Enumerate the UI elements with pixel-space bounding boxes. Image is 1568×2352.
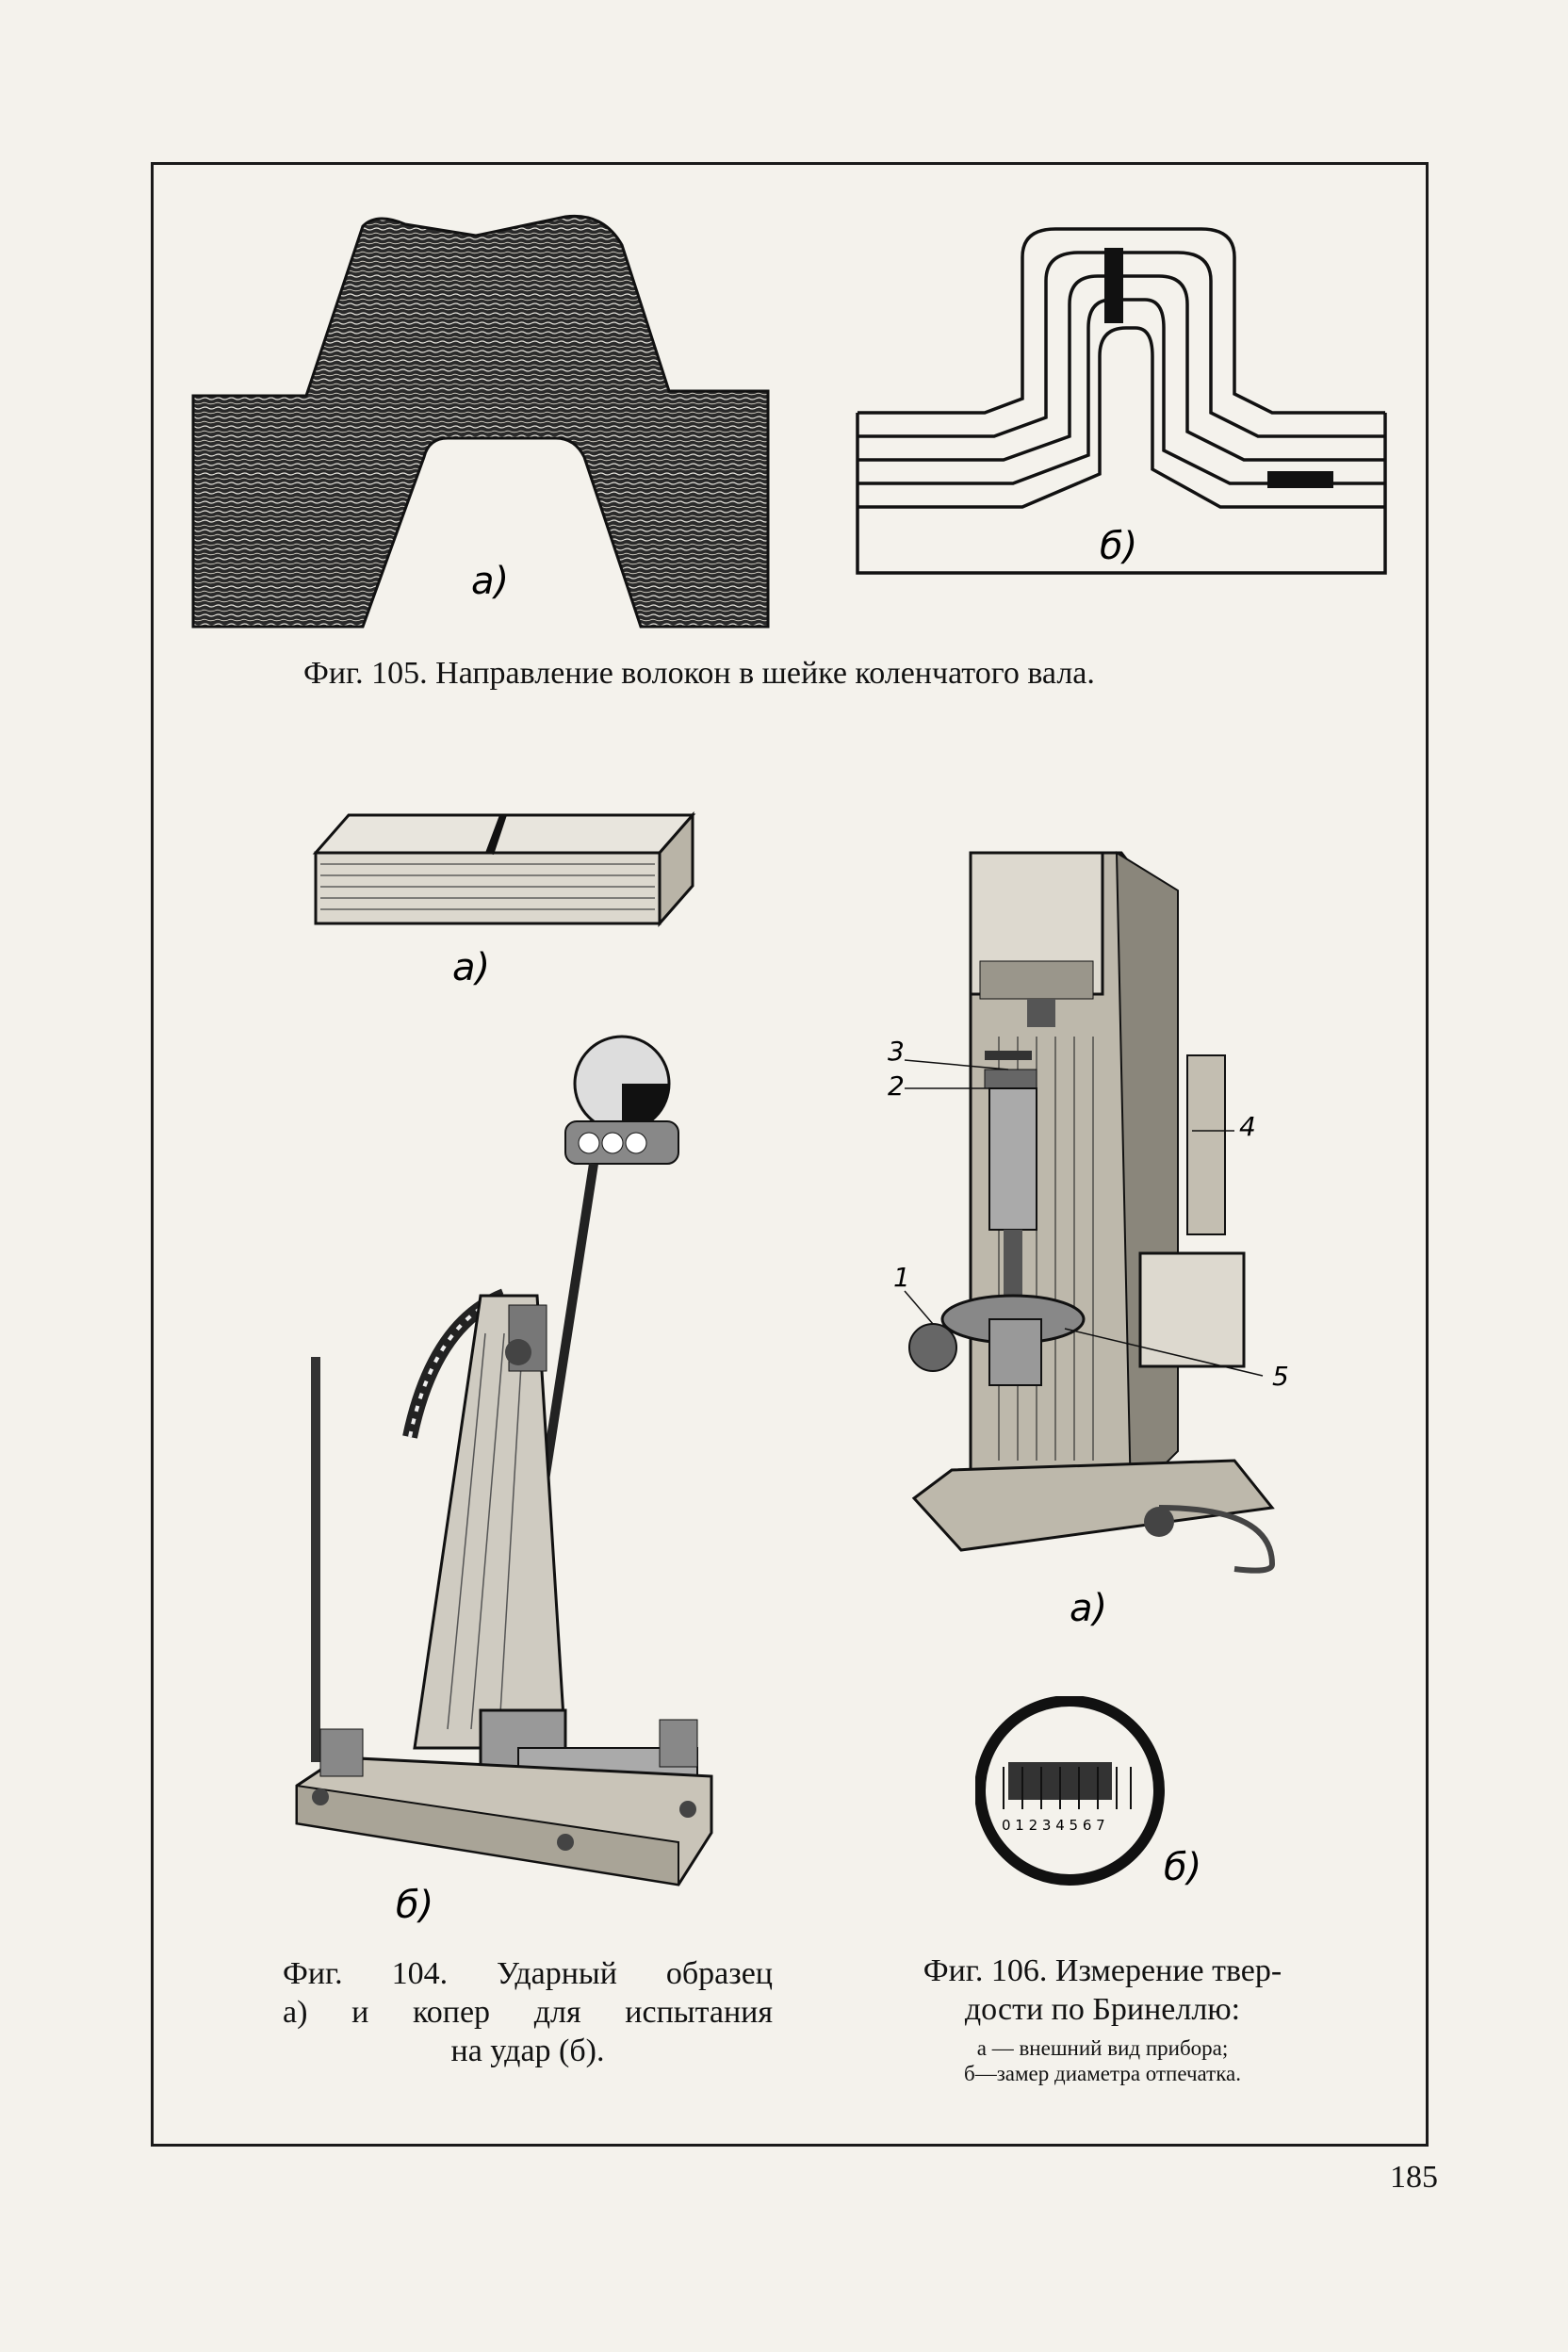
fig106-b-label: б) bbox=[1164, 1846, 1201, 1889]
callout-2: 2 bbox=[888, 1070, 905, 1102]
fig105-b-illustration: б) bbox=[856, 227, 1387, 575]
fig105-caption: Фиг. 105. Направление волокон в шейке ко… bbox=[303, 656, 1095, 691]
fig105-b-label: б) bbox=[1100, 525, 1137, 568]
fig106-subcaption-line1: а — внешний вид прибора; bbox=[976, 2035, 1229, 2060]
fig104-caption-line1: Фиг. 104. Ударный образец bbox=[283, 1956, 773, 1991]
fig106-subcaption-line2: б—замер диаметра отпечатка. bbox=[964, 2062, 1241, 2086]
fig104-caption-line2: а) и копер для испытания bbox=[283, 1994, 773, 2030]
callout-4: 4 bbox=[1239, 1111, 1256, 1142]
callout-1: 1 bbox=[893, 1262, 910, 1293]
scale-digits: 0 1 2 3 4 5 6 7 bbox=[1002, 1817, 1105, 1834]
fig106-a-illustration: 3 2 4 1 5 а) bbox=[888, 851, 1289, 1630]
fig104-caption: Фиг. 104. Ударный образец а) и копер для… bbox=[283, 1955, 773, 2070]
fig106-b-illustration: 0 1 2 3 4 5 6 7 б) bbox=[975, 1696, 1201, 1889]
fig104-caption-line3: на удар (б). bbox=[450, 2033, 605, 2068]
fig106-a-label: а) bbox=[1070, 1587, 1107, 1630]
fig105-a-illustration: а) bbox=[191, 214, 770, 629]
callout-5: 5 bbox=[1272, 1361, 1289, 1392]
figure-frame bbox=[151, 162, 1429, 2147]
fig106-caption-line2: дости по Бринеллю: bbox=[964, 1991, 1241, 2027]
fig105-a-label: а) bbox=[471, 560, 509, 603]
page-number: 185 bbox=[1390, 2160, 1438, 2195]
fig104-a-label: а) bbox=[452, 946, 490, 989]
fig106-caption: Фиг. 106. Измерение твер- дости по Брине… bbox=[881, 1952, 1324, 2087]
fig106-caption-line1: Фиг. 106. Измерение твер- bbox=[923, 1953, 1282, 1988]
fig104-b-illustration: б) bbox=[295, 1035, 713, 1927]
fig104-b-label: б) bbox=[396, 1884, 433, 1927]
fig104-a-illustration: а) bbox=[312, 811, 696, 989]
callout-3: 3 bbox=[888, 1036, 905, 1067]
